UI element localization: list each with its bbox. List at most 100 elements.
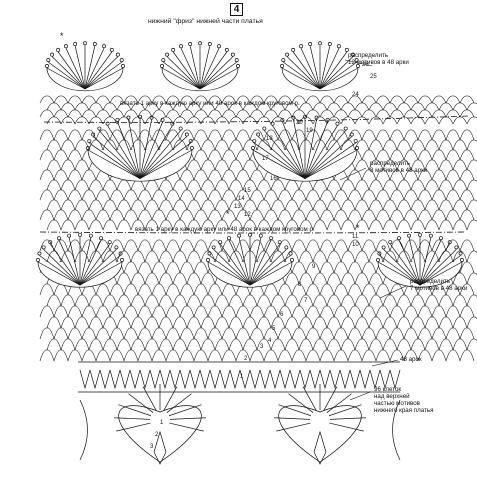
row-number: 1 [240,374,244,380]
row-number: 25 [370,74,377,80]
note-insert-arch-upper: вязать 1 арку в каждую арку или 48 арок … [120,100,300,107]
arch-zigzag [79,369,401,390]
lower-scallop-spoke [249,255,291,286]
bottom-motif-rib [288,393,314,413]
middle-scallop-picot [280,117,285,122]
top-scallop-spoke [84,67,124,90]
top-scallop-spoke [84,48,105,90]
top-scallop-picot [165,52,170,57]
top-scallop-spoke [166,56,201,90]
middle-scallop-spoke [304,119,317,179]
middle-scallop-spoke [304,130,346,179]
lower-scallop-spoke [79,249,117,286]
bottom-edge-motifs [79,369,401,465]
top-scallop-spoke [319,67,359,90]
lower-scallop-picot [248,232,252,237]
chain-row [46,179,477,191]
lower-scallop-spoke [79,237,92,286]
middle-scallop-picot [86,146,90,150]
row-number: 8 [298,282,302,288]
lower-scallop-picot [460,258,464,262]
lower-scallop-spoke [419,261,463,286]
leader-line [371,359,399,367]
middle-scallop-spoke [139,121,163,179]
top-scallop-spoke [319,48,340,90]
top-scallop-picot [217,44,221,49]
lower-scallop-spoke [79,261,123,286]
middle-scallop-picot [303,114,307,119]
bottom-motif-rib [276,422,311,432]
top-scallop-picot [327,42,332,46]
lower-scallop-spoke [249,249,287,286]
chain-row [46,316,477,329]
chain-row [39,209,475,221]
middle-scallop-spoke [139,119,152,179]
row-number: 17 [262,156,269,162]
chain-row [46,338,477,351]
row-number: 11 [352,234,359,240]
middle-scallop-spoke [139,149,193,179]
bottom-motif-rib [142,386,157,411]
middle-scallop-spoke [139,130,181,179]
middle-scallop-picot [256,132,261,137]
middle-scallop-picot [91,132,96,137]
middle-scallop-picot [353,139,358,144]
top-scallop-picot [179,44,183,49]
lower-scallop-spoke [249,243,280,286]
row-number: 12 [244,212,251,218]
top-scallop-spoke [180,48,201,90]
lower-scallop-picot [88,233,93,238]
top-scallop-picot [83,41,87,46]
middle-scallop-spoke [139,136,188,179]
middle-scallop-spoke [254,142,306,179]
lower-scallop-picot [454,245,459,250]
row-number: 20 [296,120,303,126]
top-scallop-spoke [84,56,119,90]
top-scallop-picot [350,52,355,57]
lower-scallop-picot [397,236,401,241]
lower-scallop-spoke [238,237,251,286]
chain-row [46,219,477,231]
lower-scallop-spoke [220,243,251,286]
middle-scallop-picot [160,117,165,122]
top-scallop-spoke [84,45,96,89]
top-scallop-spoke [46,67,86,90]
middle-scallop-spoke [107,125,141,179]
top-scallop-spoke [199,67,239,90]
middle-scallop-spoke [139,125,173,179]
start-marker-star: * [356,223,360,233]
middle-scallop-picot [270,121,275,126]
middle-scallop-picot [149,115,154,120]
note-48-arches: 48 арок [400,356,422,363]
chain-row [39,239,475,252]
row-number: 2 [244,356,248,362]
lower-scallop-picot [418,232,422,237]
top-scallop-picot [45,64,49,68]
lower-scallop-picot [120,258,124,262]
lower-scallop-picot [107,240,112,245]
lower-scallop-spoke [390,243,421,286]
note-line: нижнего края платья [374,407,434,414]
top-scallop-picot [50,52,55,57]
lower-scallop-spoke [419,243,450,286]
top-scallop-picot [171,47,176,52]
row-number: 24 [352,92,359,98]
lower-scallop-spoke [249,261,293,286]
chain-row [39,109,475,118]
lower-scallop-picot [439,236,443,241]
lower-scallop-spoke [383,249,421,286]
top-scallop-spoke [319,61,357,90]
lower-scallop-picot [207,251,212,256]
lower-scallop-spoke [379,255,421,286]
note-line: 8 мотивов в 48 арки [370,167,428,174]
top-scallop-picot [356,64,360,68]
bottom-motif-rib [326,393,352,413]
row-number: 4 [268,338,272,344]
top-scallop-spoke [283,61,321,90]
lower-scallop-picot [428,233,433,238]
lower-scallop-picot [114,245,119,250]
lower-scallop-picot [237,233,242,238]
leader-line [379,285,407,299]
